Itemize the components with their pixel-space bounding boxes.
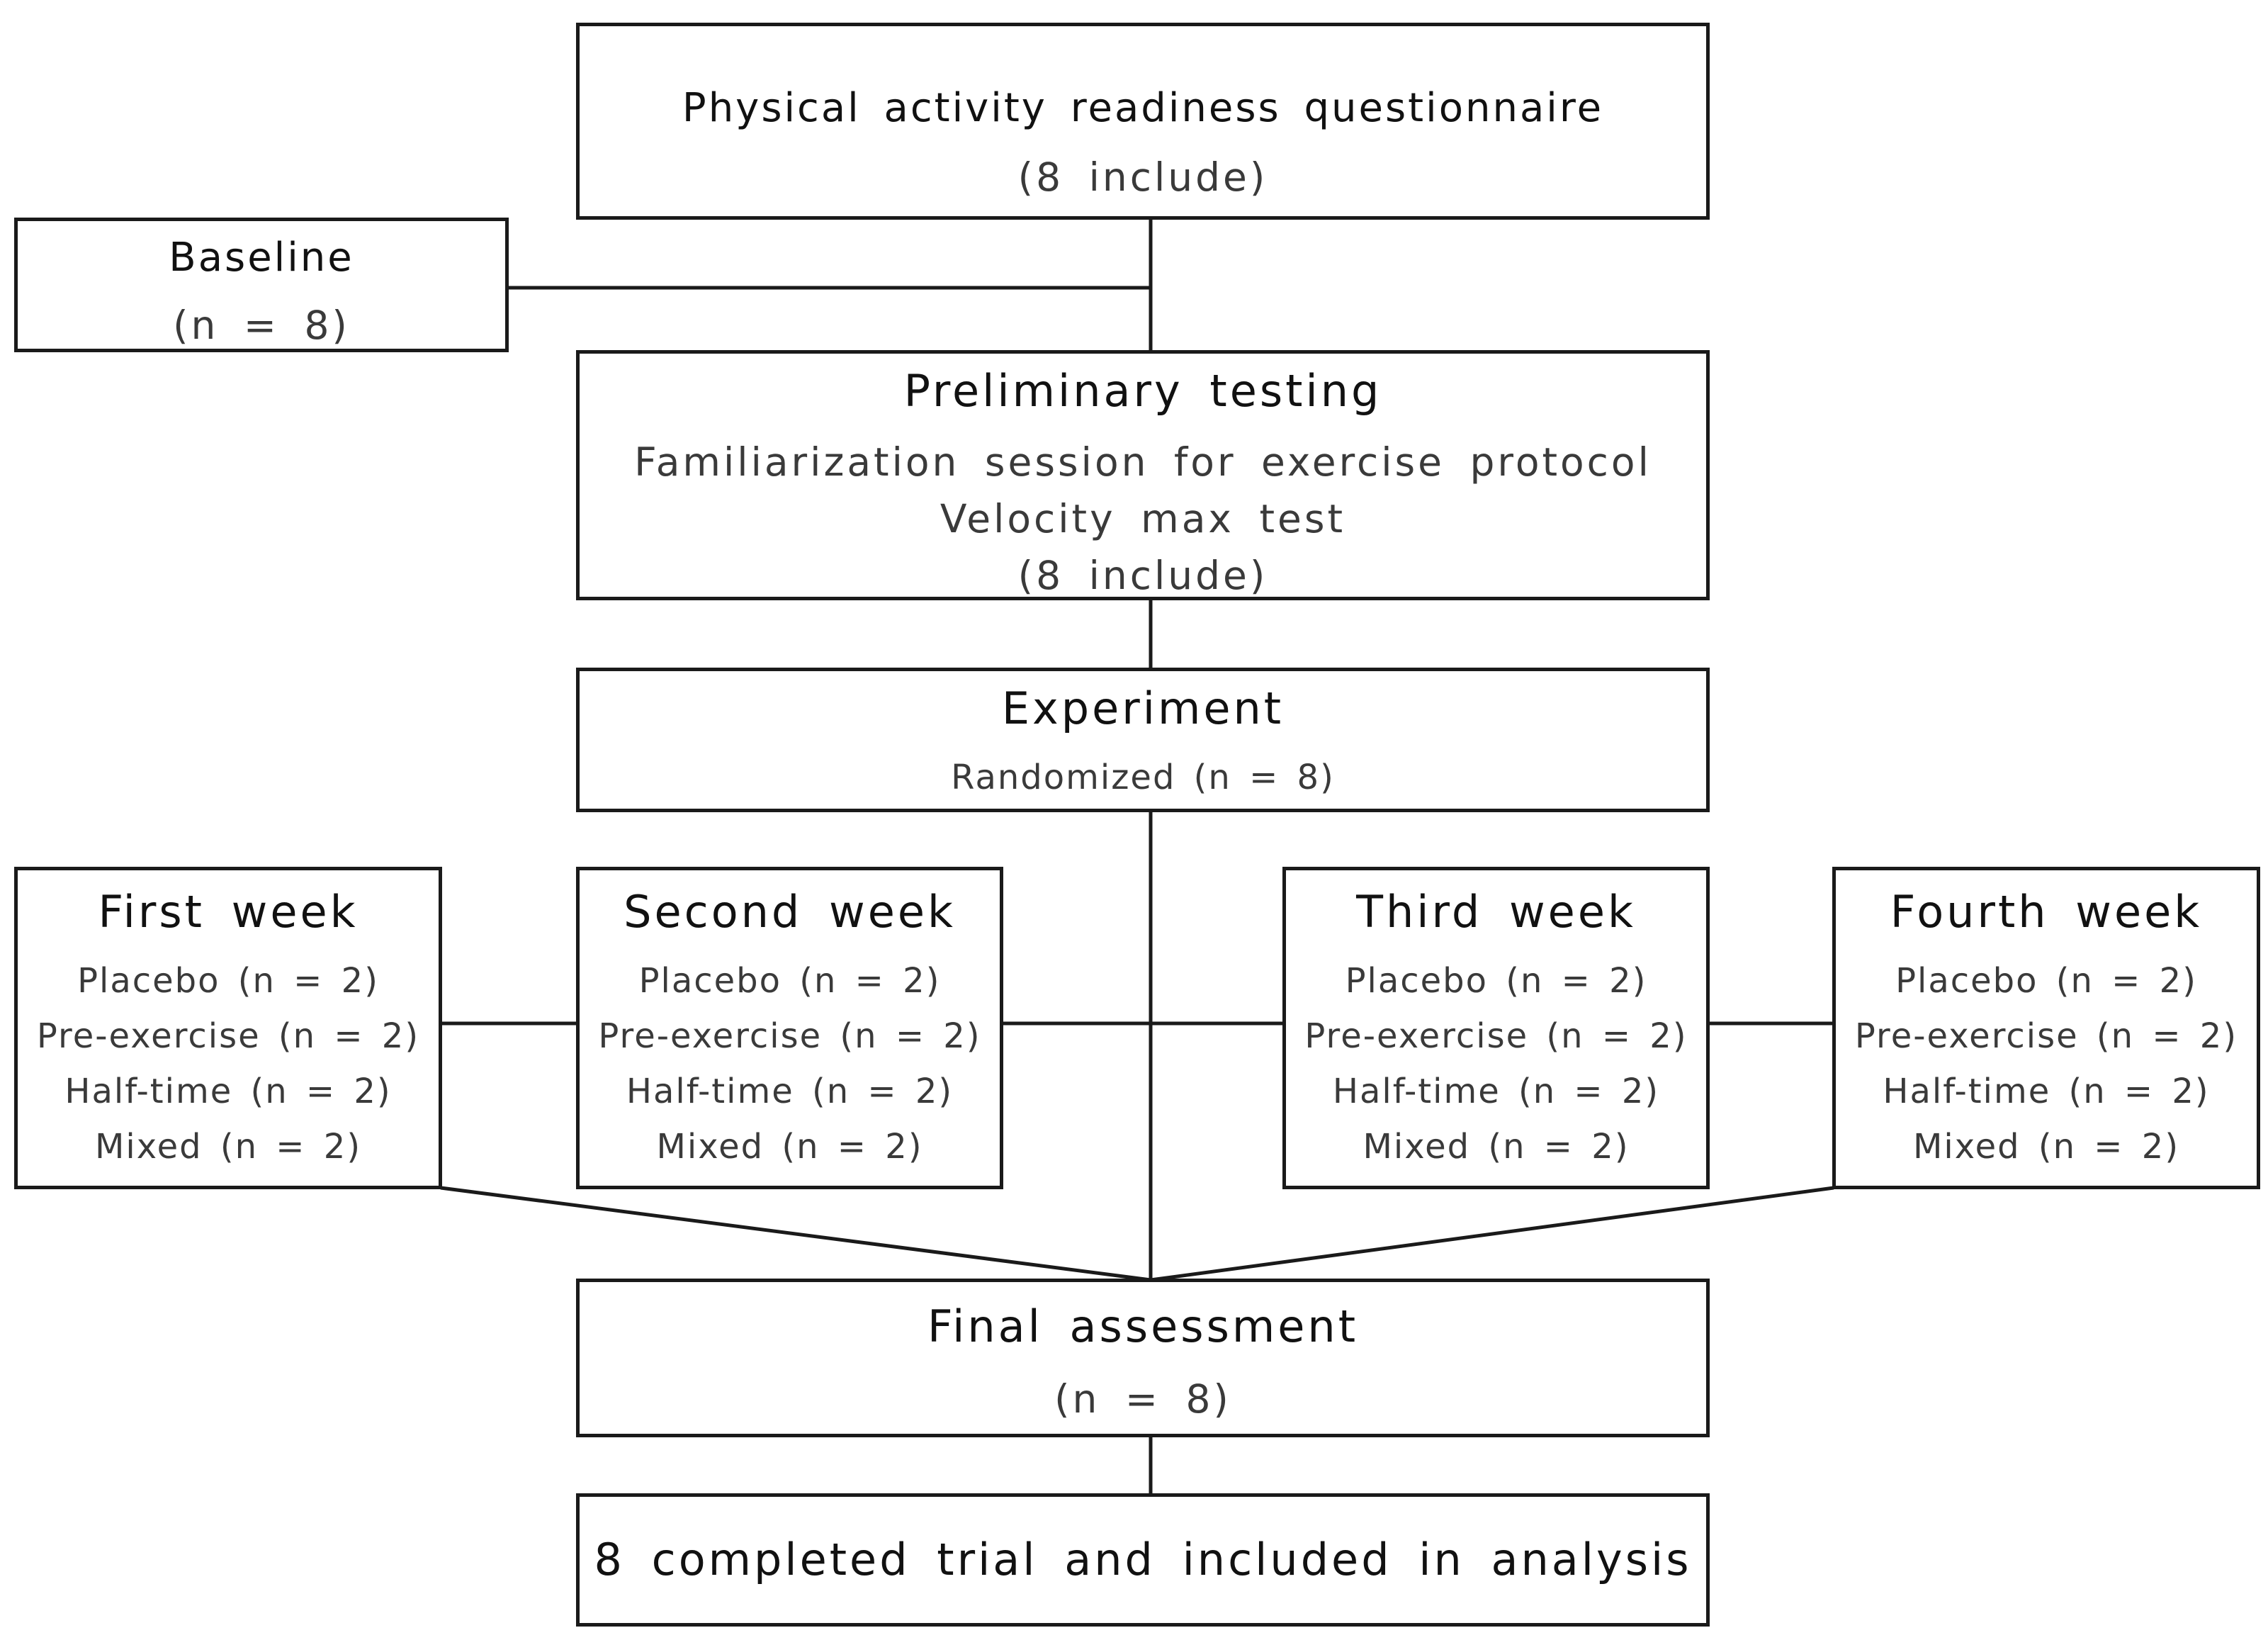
week-group: Half-time (n = 2) [64,1072,392,1111]
final-assessment-title: Final assessment [927,1301,1359,1352]
week-group: Half-time (n = 2) [1332,1072,1660,1111]
completed-analysis-text: 8 completed trial and included in analys… [594,1534,1692,1585]
week-group: Placebo (n = 2) [77,961,379,1001]
week-group: Pre-exercise (n = 2) [36,1016,420,1056]
week-group: Mixed (n = 2) [656,1127,923,1167]
questionnaire-title: Physical activity readiness questionnair… [682,85,1604,131]
preliminary-testing-box: Preliminary testing Familiarization sess… [576,350,1710,600]
experiment-title: Experiment [1001,683,1285,734]
completed-analysis-box: 8 completed trial and included in analys… [576,1493,1710,1627]
baseline-title: Baseline [169,235,354,281]
week-group: Pre-exercise (n = 2) [1854,1016,2238,1056]
week-group: Mixed (n = 2) [94,1127,362,1167]
preliminary-testing-line: Familiarization session for exercise pro… [634,439,1652,485]
week-group: Placebo (n = 2) [1895,961,2197,1001]
experiment-box: Experiment Randomized (n = 8) [576,668,1710,812]
questionnaire-count: (8 include) [1017,155,1268,200]
week-group: Half-time (n = 2) [1883,1072,2210,1111]
connector-week4-to-final [1150,1186,1834,1282]
week-title: Fourth week [1890,886,2203,938]
week-group: Pre-exercise (n = 2) [1304,1016,1688,1056]
week-title: Second week [624,886,956,938]
week-group: Mixed (n = 2) [1912,1127,2180,1167]
final-assessment-box: Final assessment (n = 8) [576,1279,1710,1437]
connector-week1-to-final [440,1186,1151,1282]
baseline-box: Baseline (n = 8) [14,218,509,352]
week-group: Mixed (n = 2) [1363,1127,1630,1167]
preliminary-testing-title: Preliminary testing [903,365,1382,417]
preliminary-testing-count: (8 include) [1017,553,1268,598]
questionnaire-box: Physical activity readiness questionnair… [576,23,1710,220]
week-box-fourth: Fourth week Placebo (n = 2) Pre-exercise… [1832,867,2260,1189]
week-group: Half-time (n = 2) [626,1072,954,1111]
baseline-count: (n = 8) [173,303,350,348]
week-group: Pre-exercise (n = 2) [598,1016,981,1056]
week-box-third: Third week Placebo (n = 2) Pre-exercise … [1282,867,1710,1189]
experiment-randomized: Randomized (n = 8) [951,758,1335,797]
week-title: Third week [1356,886,1636,938]
week-group: Placebo (n = 2) [638,961,941,1001]
preliminary-testing-line: Velocity max test [940,496,1346,541]
week-title: First week [98,886,359,938]
week-group: Placebo (n = 2) [1345,961,1647,1001]
week-box-first: First week Placebo (n = 2) Pre-exercise … [14,867,442,1189]
week-box-second: Second week Placebo (n = 2) Pre-exercise… [576,867,1003,1189]
final-assessment-count: (n = 8) [1054,1376,1231,1422]
